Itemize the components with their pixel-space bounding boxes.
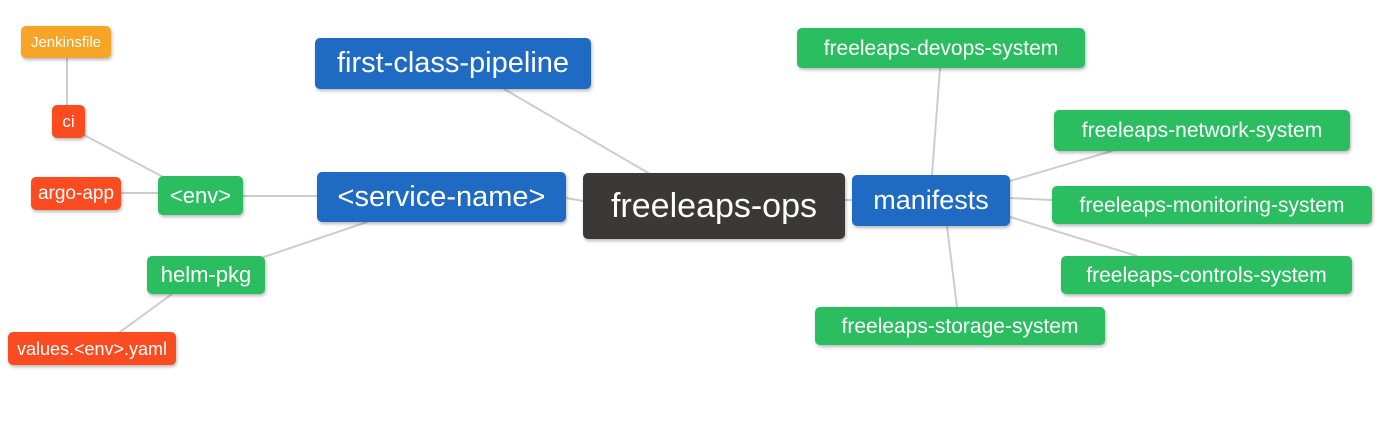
edge-values-helm-pkg bbox=[119, 293, 173, 333]
node-freeleaps-monitoring-system[interactable]: freeleaps-monitoring-system bbox=[1052, 186, 1372, 224]
node-ci[interactable]: ci bbox=[52, 105, 85, 138]
node-jenkinsfile[interactable]: Jenkinsfile bbox=[21, 26, 111, 58]
node-freeleaps-controls-system[interactable]: freeleaps-controls-system bbox=[1061, 256, 1352, 294]
node-env[interactable]: <env> bbox=[158, 176, 243, 215]
edge-manifests-devops bbox=[931, 67, 941, 176]
node-freeleaps-network-system[interactable]: freeleaps-network-system bbox=[1054, 110, 1350, 151]
node-helm-pkg[interactable]: helm-pkg bbox=[147, 256, 265, 294]
node-values-env-yaml[interactable]: values.<env>.yaml bbox=[8, 332, 176, 365]
edge-pipeline-ops bbox=[503, 88, 651, 175]
node-service-name[interactable]: <service-name> bbox=[317, 172, 566, 222]
edge-ci-env bbox=[83, 134, 166, 179]
node-freeleaps-ops[interactable]: freeleaps-ops bbox=[583, 173, 845, 239]
node-manifests[interactable]: manifests bbox=[852, 175, 1010, 226]
node-argo-app[interactable]: argo-app bbox=[31, 177, 121, 210]
node-freeleaps-devops-system[interactable]: freeleaps-devops-system bbox=[797, 28, 1085, 68]
edge-manifests-monitoring bbox=[1009, 197, 1053, 201]
node-first-class-pipeline[interactable]: first-class-pipeline bbox=[315, 38, 591, 89]
edge-helm-pkg-service-name bbox=[263, 221, 368, 258]
edge-manifests-controls bbox=[1009, 216, 1138, 257]
edge-manifests-network bbox=[1009, 150, 1113, 182]
edge-manifests-storage bbox=[946, 225, 958, 308]
edge-service-name-ops bbox=[565, 197, 584, 202]
node-freeleaps-storage-system[interactable]: freeleaps-storage-system bbox=[815, 307, 1105, 345]
